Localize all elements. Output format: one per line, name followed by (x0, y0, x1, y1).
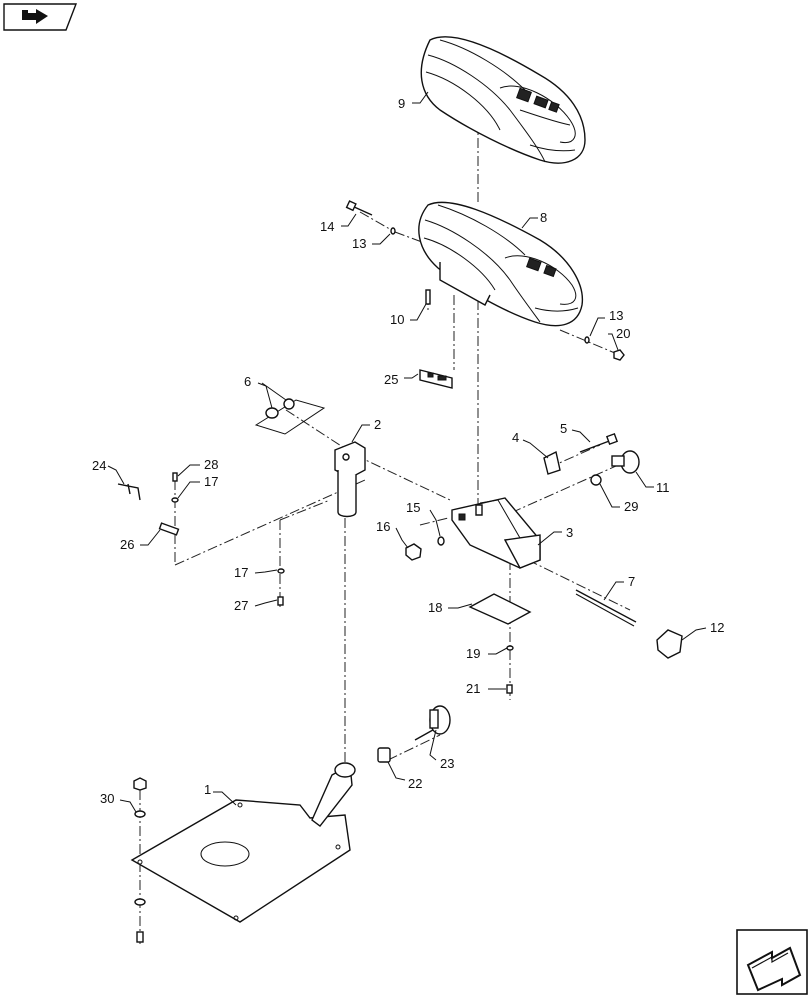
part-3-main-bracket (451, 497, 541, 569)
part-11-knob (611, 450, 640, 474)
callout-14: 14 (320, 219, 334, 234)
part-15-washer (437, 536, 445, 546)
callout-13-upper: 13 (352, 236, 366, 251)
callout-30: 30 (100, 791, 114, 806)
part-5-bolt (579, 432, 619, 453)
callout-16: 16 (376, 519, 390, 534)
part-7-threaded-rod (575, 589, 637, 627)
part-19-washer (506, 645, 514, 651)
page-arrow-icon[interactable] (3, 3, 78, 31)
part-27-screw (277, 596, 284, 606)
part-17-washer-upper (171, 497, 179, 503)
center-lines (139, 120, 631, 945)
callout-8: 8 (540, 210, 547, 225)
callout-12: 12 (710, 620, 724, 635)
part-17-washer-lower (277, 568, 285, 574)
callout-29: 29 (624, 499, 638, 514)
callout-24: 24 (92, 458, 106, 473)
callout-5: 5 (560, 421, 567, 436)
part-13-washer-lower (584, 336, 590, 344)
callout-26: 26 (120, 537, 134, 552)
callout-17-upper: 17 (204, 474, 218, 489)
callout-18: 18 (428, 600, 442, 615)
part-28-screw (172, 472, 178, 482)
callout-7: 7 (628, 574, 635, 589)
part-25-decal (419, 369, 453, 389)
part-16-nut (405, 543, 422, 561)
part-8-armrest-base (418, 201, 584, 327)
callout-4: 4 (512, 430, 519, 445)
callout-11: 11 (656, 480, 670, 495)
part-1-base-plate (130, 762, 356, 923)
part-26-pin (158, 522, 180, 536)
callout-17-lower: 17 (234, 565, 248, 580)
part-20-nut (613, 349, 625, 361)
part-6-clips (254, 398, 326, 435)
part-22-spacer (377, 747, 391, 763)
part-18-plate (468, 593, 532, 625)
part-4-bracket (543, 450, 561, 475)
callout-28: 28 (204, 457, 218, 472)
part-24-pin (117, 483, 141, 501)
callout-23: 23 (440, 756, 454, 771)
callout-21: 21 (466, 681, 480, 696)
part-9-armrest-cover (420, 36, 586, 164)
leader-lines (107, 91, 707, 813)
callout-3: 3 (566, 525, 573, 540)
part-29-washer (590, 474, 602, 486)
callout-2: 2 (374, 417, 381, 432)
part-21-screw (506, 684, 513, 694)
next-page-arrow-icon[interactable] (736, 929, 808, 995)
part-14-bolt (345, 200, 373, 216)
callout-10: 10 (390, 312, 404, 327)
callout-25: 25 (384, 372, 398, 387)
callout-9: 9 (398, 96, 405, 111)
callout-15: 15 (406, 500, 420, 515)
part-13-washer-upper (390, 227, 396, 235)
callout-6: 6 (244, 374, 251, 389)
part-10-screw (425, 289, 431, 305)
callout-labels: 9 8 14 13 10 13 20 25 6 2 4 5 24 28 17 1… (92, 96, 724, 806)
callout-1: 1 (204, 782, 211, 797)
callout-13-lower: 13 (609, 308, 623, 323)
part-12-knob (656, 629, 683, 659)
callout-19: 19 (466, 646, 480, 661)
callout-20: 20 (616, 326, 630, 341)
part-30-fasteners (133, 777, 147, 943)
part-2-bracket-post (334, 441, 366, 518)
callout-27: 27 (234, 598, 248, 613)
part-23-knob (414, 705, 451, 741)
callout-22: 22 (408, 776, 422, 791)
